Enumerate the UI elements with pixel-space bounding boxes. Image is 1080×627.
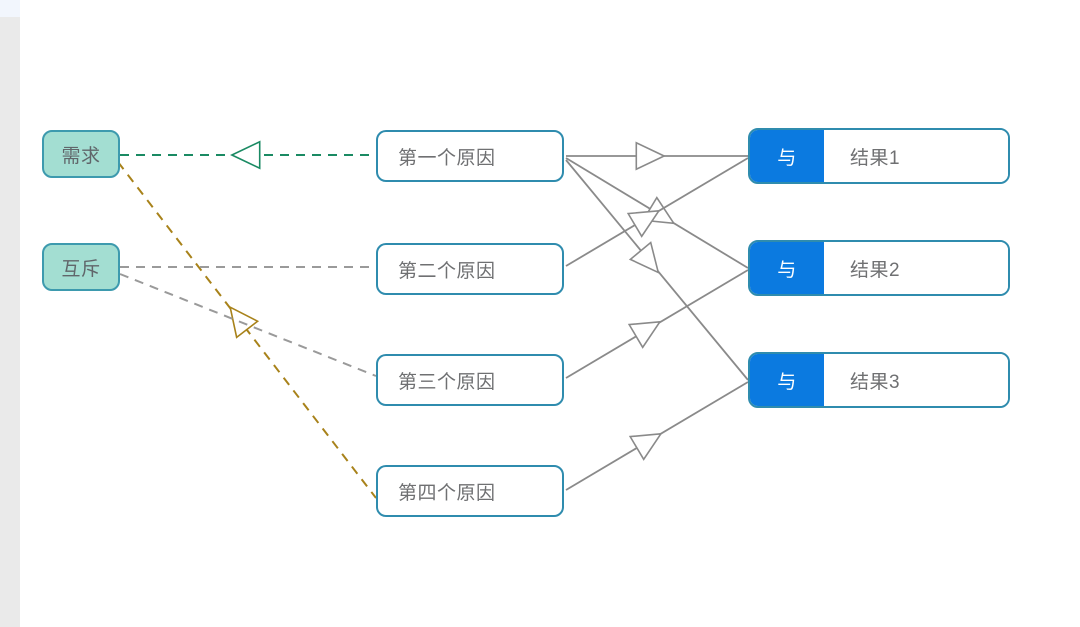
arrowhead-icon-e-c2-r1 [626,209,661,238]
arrowhead-icon-e-c4-r3 [628,432,663,461]
condition-node-exclusive[interactable]: 互斥 [42,243,120,291]
edge-e-c1-r3[interactable] [565,159,749,381]
edge-e-excl-c3[interactable] [119,273,377,377]
edge-e-req-c4[interactable] [117,161,377,499]
arrowhead-icon-e-req-c1 [230,140,261,170]
result-node-3-gate-chip[interactable]: 与 [750,354,824,406]
arrowhead-icon-e-c1-r3 [628,241,660,274]
cause-node-4-label: 第四个原因 [398,482,496,504]
edge-e-c2-r1[interactable] [565,157,749,267]
result-node-3-gate-label: 与 [777,371,797,393]
result-node-2-label: 结果2 [850,259,901,281]
edge-e-c4-r3[interactable] [565,381,749,491]
left-gutter-strip [0,0,20,627]
cause-node-1-label: 第一个原因 [398,147,496,169]
result-node-2[interactable]: 与 结果2 [748,240,1010,296]
condition-node-exclusive-label: 互斥 [61,258,101,280]
arrowhead-icon-e-c1-r1 [635,141,666,171]
edge-e-c3-r2[interactable] [565,269,749,379]
condition-node-requirement[interactable]: 需求 [42,130,120,178]
result-node-1-body: 结果1 [824,130,1008,182]
condition-node-requirement-label: 需求 [61,145,101,167]
cause-node-3[interactable]: 第三个原因 [376,354,564,406]
result-node-3-body: 结果3 [824,354,1008,406]
arrowhead-icon-e-req-c4 [229,305,260,339]
result-node-3-label: 结果3 [850,371,901,393]
edge-e-c1-r2[interactable] [565,157,749,269]
top-left-corner-chip [0,0,20,17]
cause-node-2-label: 第二个原因 [398,260,496,282]
result-node-3[interactable]: 与 结果3 [748,352,1010,408]
result-node-1-gate-label: 与 [777,147,797,169]
arrowhead-icon-e-c1-r2 [641,196,676,225]
cause-node-2[interactable]: 第二个原因 [376,243,564,295]
cause-node-3-label: 第三个原因 [398,371,496,393]
result-node-1[interactable]: 与 结果1 [748,128,1010,184]
cause-node-4[interactable]: 第四个原因 [376,465,564,517]
result-node-2-gate-chip[interactable]: 与 [750,242,824,294]
result-node-2-body: 结果2 [824,242,1008,294]
result-node-1-gate-chip[interactable]: 与 [750,130,824,182]
arrowhead-icon-e-c3-r2 [627,320,662,349]
result-node-2-gate-label: 与 [777,259,797,281]
cause-node-1[interactable]: 第一个原因 [376,130,564,182]
result-node-1-label: 结果1 [850,147,901,169]
